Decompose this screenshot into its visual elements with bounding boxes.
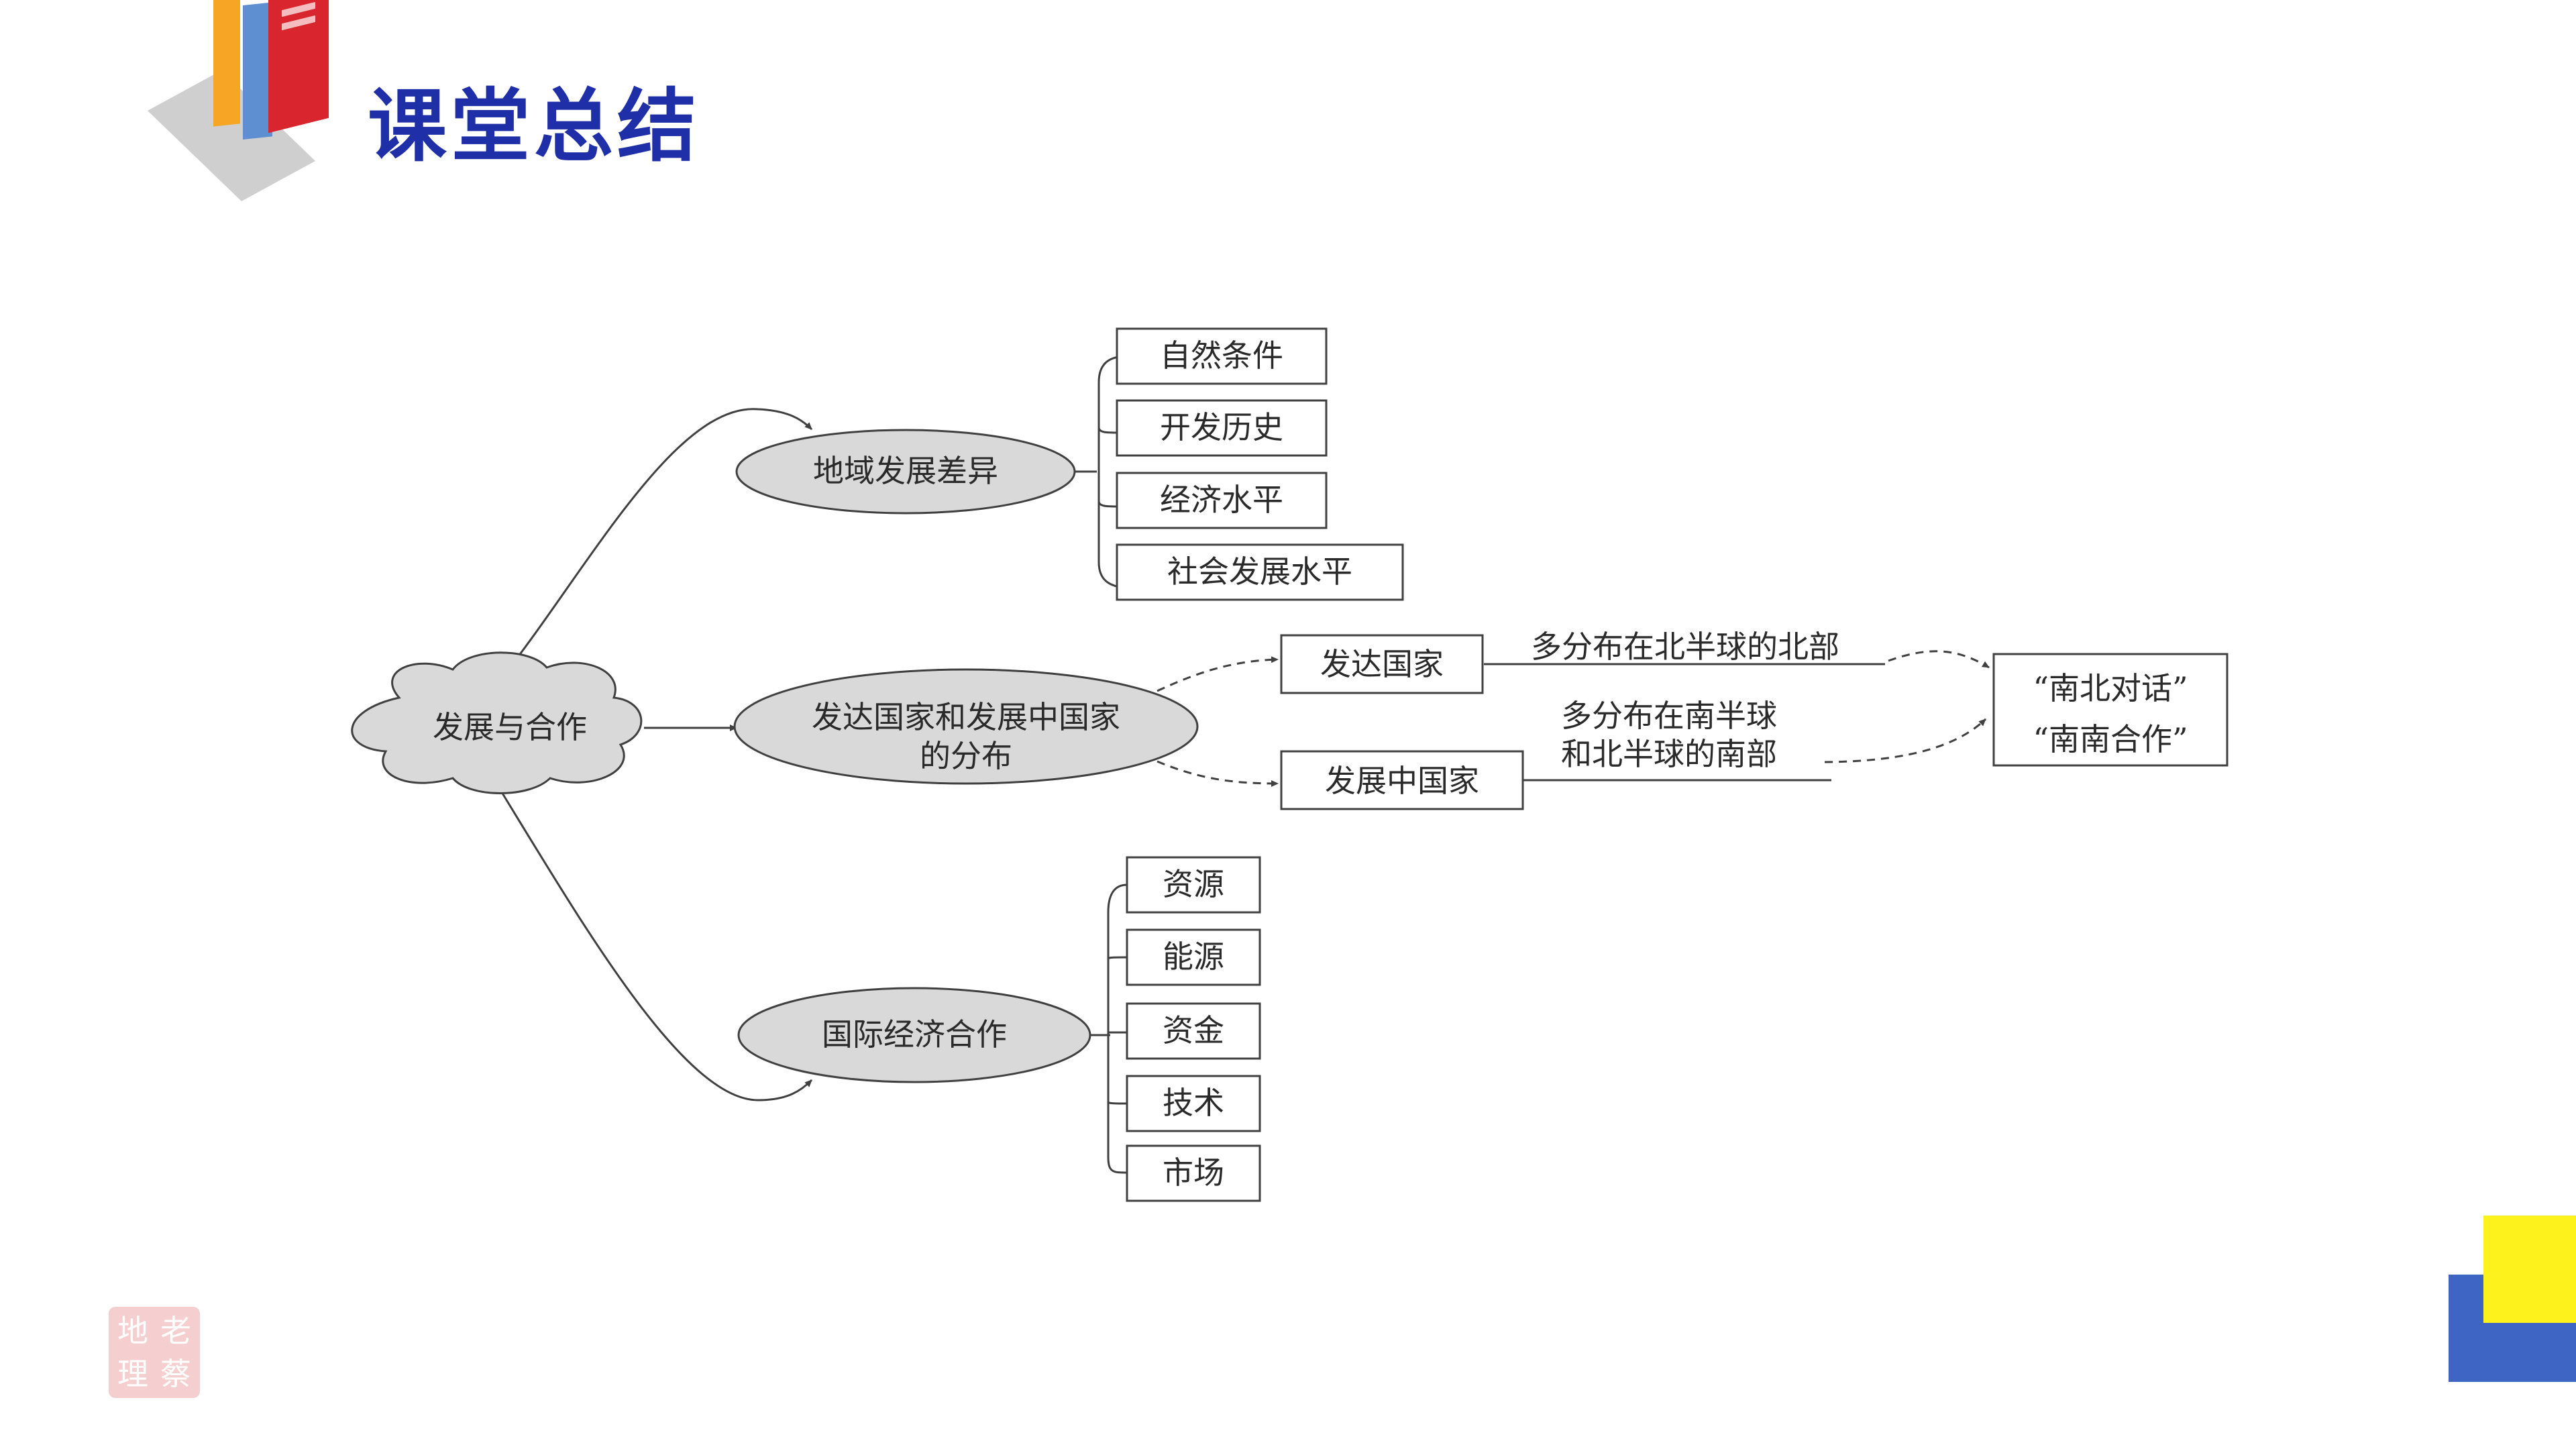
branch2-label-line2: 的分布: [920, 738, 1012, 774]
corner-block-yellow: [2483, 1216, 2576, 1323]
developed-label: 发达国家: [1320, 646, 1444, 682]
branch3-item: 技术: [1163, 1085, 1224, 1121]
branch3-item: 能源: [1163, 938, 1224, 975]
seal-char: 蔡: [160, 1356, 191, 1392]
connector-root-branch1: [508, 408, 813, 668]
branch1-item: 自然条件: [1160, 337, 1283, 374]
root-node: 发展与合作: [351, 651, 643, 794]
seal-char: 理: [117, 1356, 148, 1392]
root-label: 发展与合作: [433, 709, 587, 745]
branch1-node: 地域发展差异: [735, 429, 1076, 515]
dialogue-line2: “南南合作”: [2033, 721, 2188, 757]
branch1-item: 经济水平: [1160, 482, 1283, 518]
branch1-item: 社会发展水平: [1167, 553, 1352, 590]
bracket-branch3: [1090, 883, 1128, 1174]
branch2-label-line1: 发达国家和发展中国家: [812, 699, 1120, 735]
seal-stamp: 老 地 蔡 理: [109, 1307, 200, 1398]
branch1-label: 地域发展差异: [813, 453, 998, 489]
seal-char: 老: [160, 1313, 191, 1349]
branch3-item: 市场: [1163, 1155, 1224, 1191]
branch2-node: 发达国家和发展中国家 的分布: [733, 668, 1199, 785]
header: 课堂总结: [0, 0, 805, 201]
dash-to-developed: [1157, 656, 1279, 692]
dash-to-developing: [1157, 760, 1279, 787]
page-title: 课堂总结: [368, 80, 701, 172]
bracket-branch1: [1073, 355, 1134, 590]
developing-note-line2: 和北半球的南部: [1561, 736, 1777, 772]
dash-developed-dialogue: [1888, 650, 1990, 669]
branch3-label: 国际经济合作: [822, 1016, 1007, 1053]
seal-char: 地: [117, 1313, 148, 1349]
branch1-item: 开发历史: [1160, 409, 1283, 445]
branch3-item: 资源: [1163, 866, 1224, 902]
branch3-item: 资金: [1163, 1012, 1224, 1049]
developing-note-line1: 多分布在南半球: [1561, 698, 1777, 734]
dash-developing-dialogue: [1824, 718, 1987, 763]
books-icon: [148, 0, 329, 201]
connector-root-branch3: [495, 783, 813, 1102]
developed-note: 多分布在北半球的北部: [1531, 629, 1839, 665]
branch3-node: 国际经济合作: [737, 987, 1091, 1083]
developing-label: 发展中国家: [1325, 763, 1479, 799]
dialogue-line1: “南北对话”: [2033, 670, 2188, 706]
